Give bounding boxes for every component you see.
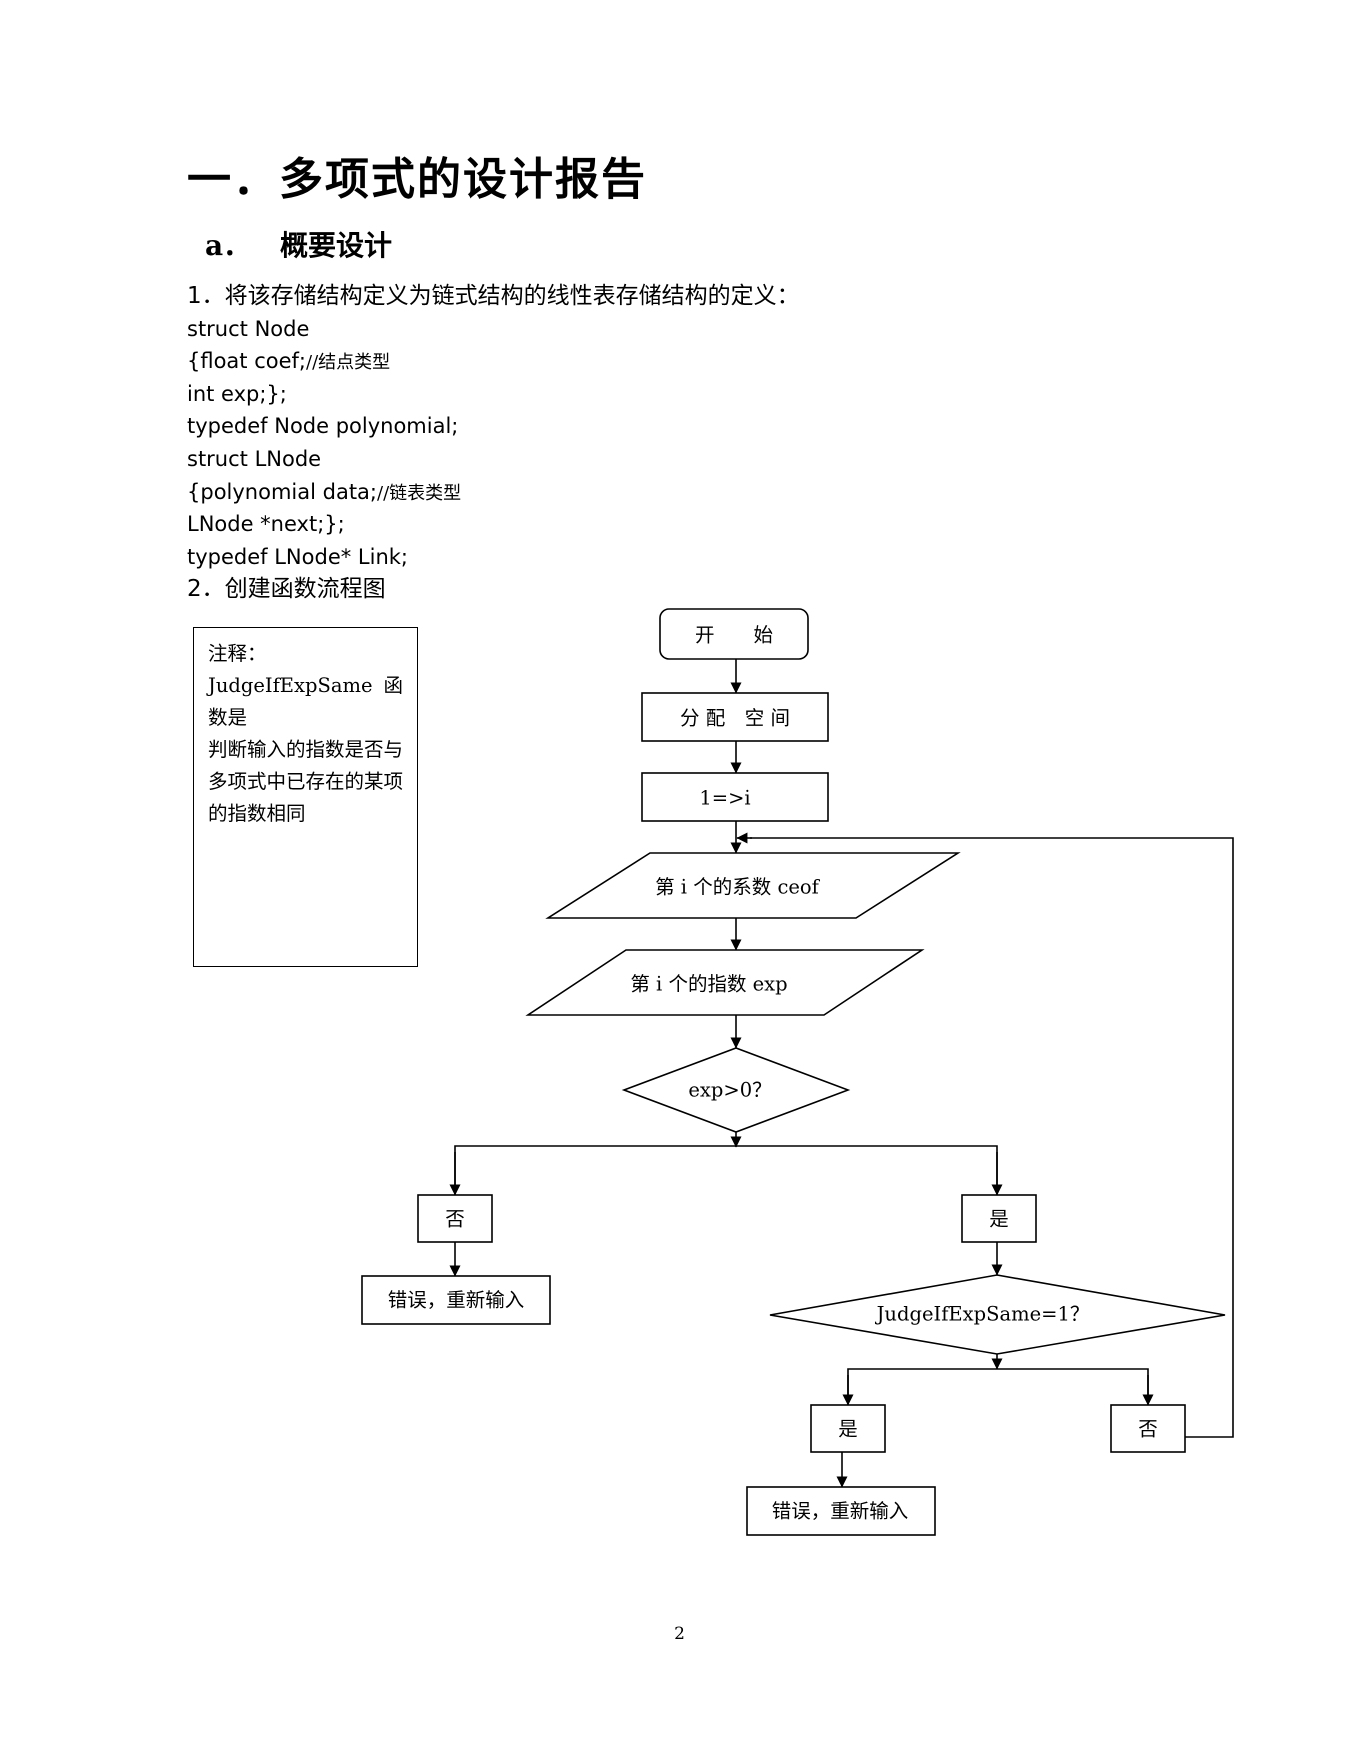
code-line: int exp;};: [187, 381, 287, 406]
subsection-heading: a． 概要设计: [205, 228, 392, 264]
branch-line: [847, 1368, 1149, 1405]
input-coef-label: 第 i 个的系数 ceof: [655, 876, 821, 899]
input-coef-parallelogram: [545, 852, 961, 919]
note-line: JudgeIfExpSame 函: [208, 674, 403, 697]
allocate-label: 分 配 空 间: [680, 707, 790, 730]
code-line: typedef Node polynomial;: [187, 414, 459, 439]
start-terminal: [659, 608, 809, 660]
init-label: 1=>i: [699, 787, 750, 810]
page-number: 2: [674, 1624, 685, 1644]
same-yes-label: 是: [838, 1418, 858, 1441]
yes-label: 是: [989, 1208, 1009, 1231]
note-text: 判断输入的指数是否与多项式中已存在的某项的指数相同: [208, 738, 404, 825]
subsection-number: a．: [205, 229, 252, 262]
loop-back-line: [750, 837, 1234, 1438]
no-label: 否: [445, 1208, 465, 1231]
input-exp-parallelogram: [525, 949, 925, 1016]
code-block: 1．将该存储结构定义为链式结构的线性表存储结构的定义： struct Node …: [187, 280, 800, 606]
code-line: struct LNode: [187, 446, 322, 471]
input-exp-label: 第 i 个的指数 exp: [630, 973, 787, 996]
note-box: 注释： JudgeIfExpSame 函 数是 判断输入的指数是否与多项式中已存…: [193, 627, 418, 967]
code-line: struct Node: [187, 316, 310, 341]
error-right-label: 错误，重新输入: [772, 1500, 909, 1523]
note-title: 注释：: [208, 642, 267, 665]
branch-line: [454, 1145, 998, 1195]
code-line: typedef LNode* Link;: [187, 544, 408, 569]
subsection-title: 概要设计: [280, 229, 393, 262]
step-2-text: 2．创建函数流程图: [187, 576, 386, 603]
same-no-label: 否: [1138, 1418, 1158, 1441]
section-number: 一．: [187, 154, 279, 205]
start-label: 开 始: [695, 624, 773, 647]
check-same-label: JudgeIfExpSame=1？: [875, 1303, 1090, 1326]
code-line: {polynomial data;//链表类型: [187, 479, 462, 504]
code-line: LNode *next;};: [187, 512, 345, 537]
section-heading: 一．多项式的设计报告: [187, 152, 647, 208]
error-left-label: 错误，重新输入: [388, 1289, 525, 1312]
note-line: 数是: [208, 706, 248, 729]
check-exp-label: exp>0？: [688, 1079, 771, 1102]
section-title: 多项式的设计报告: [279, 154, 647, 205]
code-line: {float coef;//结点类型: [187, 349, 391, 374]
step-1-text: 1．将该存储结构定义为链式结构的线性表存储结构的定义：: [187, 283, 800, 309]
